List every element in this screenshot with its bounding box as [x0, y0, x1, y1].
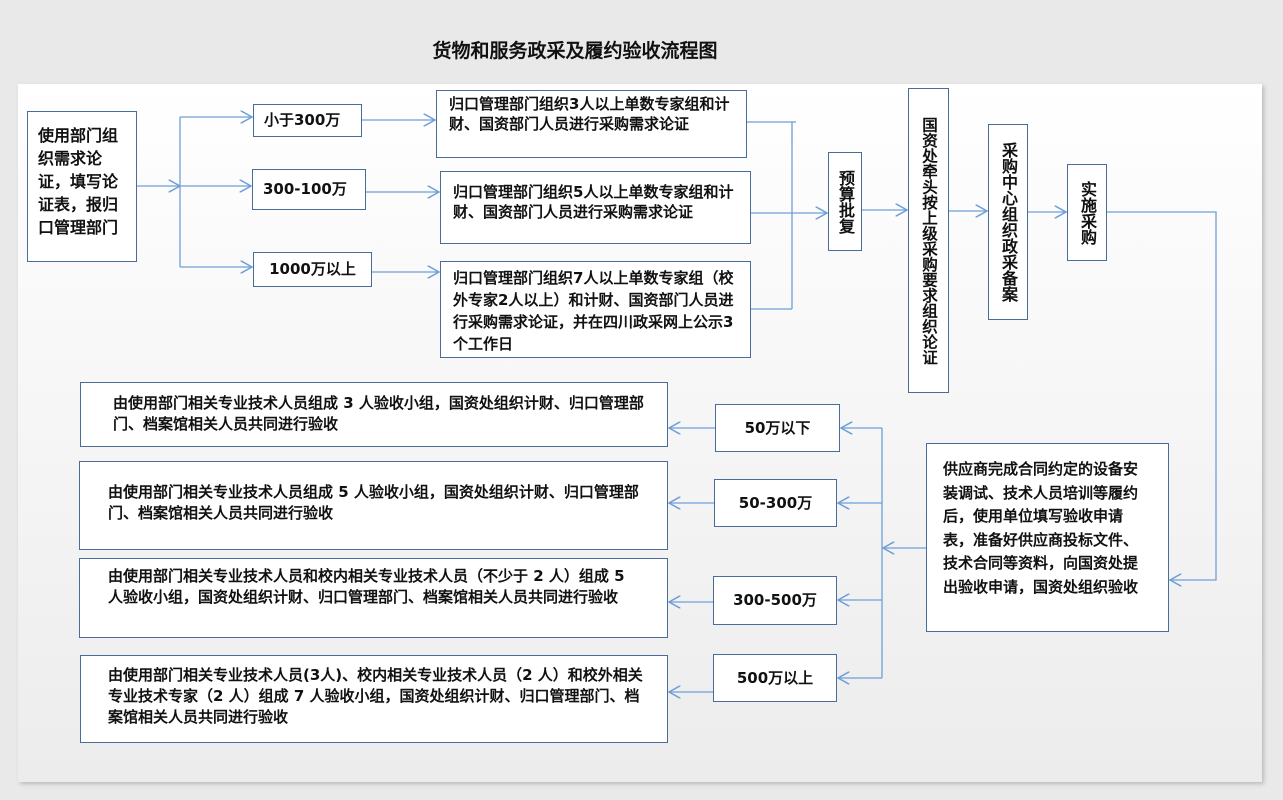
tier-box-under-300: 小于300万 [253, 104, 362, 137]
acceptance-tier-under-50: 50万以下 [715, 404, 840, 452]
step-implement-procurement: 实施采购 [1067, 164, 1107, 261]
acceptance-box-5-person: 由使用部门相关专业技术人员组成 5 人验收小组，国资处组织计财、归口管理部门、档… [79, 461, 668, 550]
step-asset-office-review: 国资处牵头按上级采购要求组织论证 [908, 88, 949, 393]
review-box-5-experts: 归口管理部门组织5人以上单数专家组和计财、国资部门人员进行采购需求论证 [440, 171, 751, 244]
review-box-7-experts: 归口管理部门组织7人以上单数专家组（校外专家2人以上）和计财、国资部门人员进行采… [440, 261, 751, 358]
supplier-acceptance-request-box: 供应商完成合同约定的设备安装调试、技术人员培训等履约后，使用单位填写验收申请表，… [926, 443, 1169, 632]
tier-box-300-1000: 300-100万 [252, 169, 366, 210]
step-procurement-filing: 采购中心组织政采备案 [988, 124, 1028, 320]
review-box-3-experts: 归口管理部门组织3人以上单数专家组和计财、国资部门人员进行采购需求论证 [436, 90, 747, 158]
acceptance-box-3-person: 由使用部门相关专业技术人员组成 3 人验收小组，国资处组织计财、归口管理部门、档… [80, 382, 668, 447]
acceptance-tier-over-500: 500万以上 [713, 654, 837, 702]
tier-box-over-1000: 1000万以上 [253, 252, 372, 287]
acceptance-box-5-person-internal: 由使用部门相关专业技术人员和校内相关专业技术人员（不少于 2 人）组成 5 人验… [79, 558, 668, 638]
start-box-user-dept: 使用部门组织需求论证，填写论证表，报归口管理部门 [27, 111, 137, 262]
acceptance-box-7-person: 由使用部门相关专业技术人员(3人)、校内相关专业技术人员（2 人）和校外相关专业… [80, 655, 668, 743]
acceptance-tier-50-300: 50-300万 [714, 479, 837, 527]
page-title: 货物和服务政采及履约验收流程图 [432, 40, 718, 62]
step-budget-approval: 预算批复 [828, 152, 862, 251]
acceptance-tier-300-500: 300-500万 [713, 576, 837, 625]
